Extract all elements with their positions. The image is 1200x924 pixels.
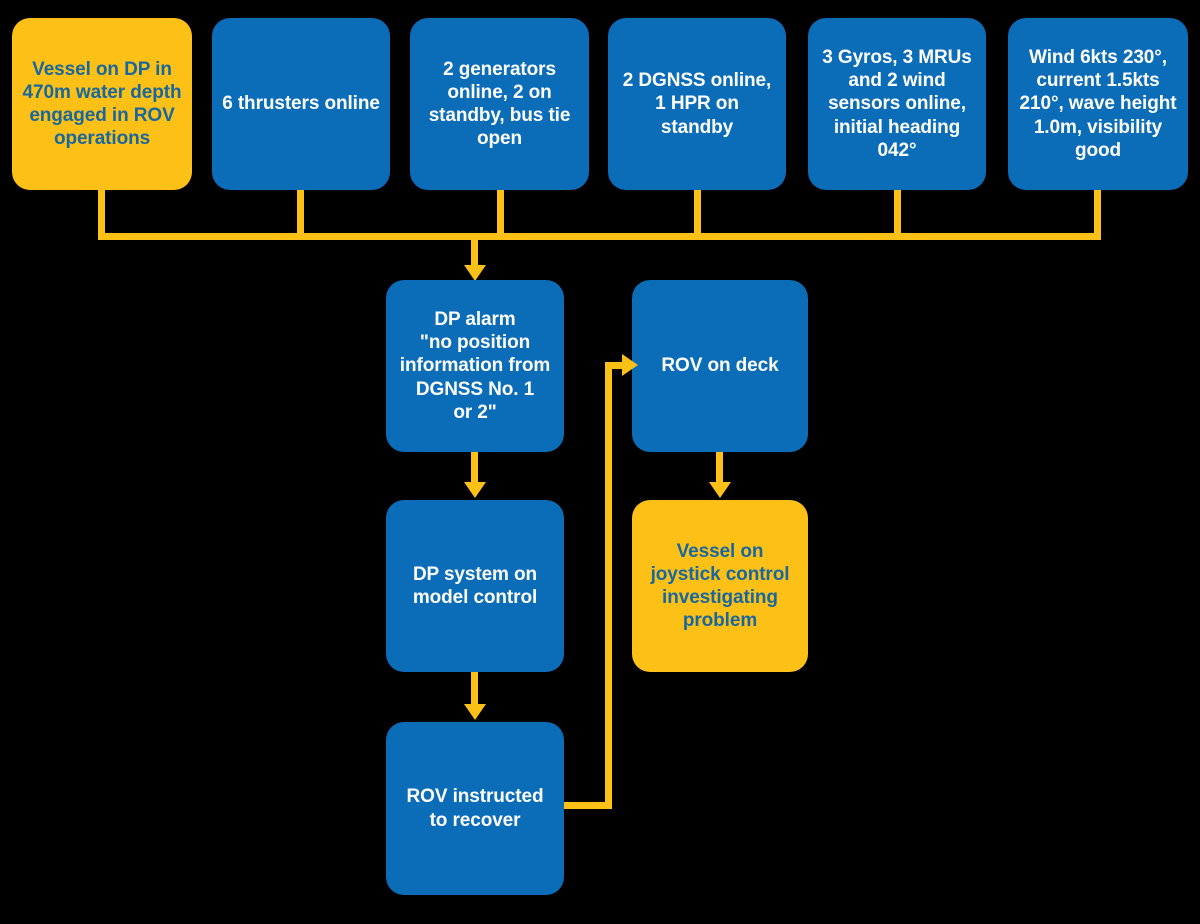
- arrow-rov-recover-to-rov-on-deck: [622, 354, 638, 376]
- node-sensors[interactable]: 3 Gyros, 3 MRUs and 2 wind sensors onlin…: [808, 18, 986, 190]
- arrow-dp-alarm-to-model-control: [464, 482, 486, 498]
- connector-stem-thrusters: [297, 190, 304, 240]
- node-initial-state[interactable]: Vessel on DP in 470m water depth engaged…: [12, 18, 192, 190]
- node-dp-alarm[interactable]: DP alarm "no position information from D…: [386, 280, 564, 452]
- connector-rov-recover-feedback-vertical: [605, 362, 612, 809]
- connector-bus-to-dp-alarm: [471, 233, 478, 268]
- connector-stem-sensors: [894, 190, 901, 240]
- node-position-references[interactable]: 2 DGNSS online, 1 HPR on standby: [608, 18, 786, 190]
- connector-dp-alarm-to-model-control: [471, 452, 478, 484]
- node-thrusters[interactable]: 6 thrusters online: [212, 18, 390, 190]
- node-rov-recover[interactable]: ROV instructed to recover: [386, 722, 564, 895]
- connector-model-control-to-rov-recover: [471, 672, 478, 706]
- connector-stem-position-references: [694, 190, 701, 240]
- connector-bus-horizontal: [98, 233, 1101, 240]
- node-generators[interactable]: 2 generators online, 2 on standby, bus t…: [410, 18, 589, 190]
- node-environment[interactable]: Wind 6kts 230°, current 1.5kts 210°, wav…: [1008, 18, 1188, 190]
- connector-rov-recover-feedback-horizontal: [564, 802, 612, 809]
- connector-stem-initial-state: [98, 190, 105, 240]
- arrow-bus-to-dp-alarm: [464, 265, 486, 281]
- connector-rov-on-deck-to-joystick: [716, 452, 723, 484]
- arrow-model-control-to-rov-recover: [464, 704, 486, 720]
- connector-rov-recover-feedback-into-deck: [605, 362, 627, 369]
- node-rov-on-deck[interactable]: ROV on deck: [632, 280, 808, 452]
- arrow-rov-on-deck-to-joystick: [709, 482, 731, 498]
- node-model-control[interactable]: DP system on model control: [386, 500, 564, 672]
- node-joystick-control[interactable]: Vessel on joystick control investigating…: [632, 500, 808, 672]
- connector-stem-generators: [497, 190, 504, 240]
- connector-stem-environment: [1094, 190, 1101, 240]
